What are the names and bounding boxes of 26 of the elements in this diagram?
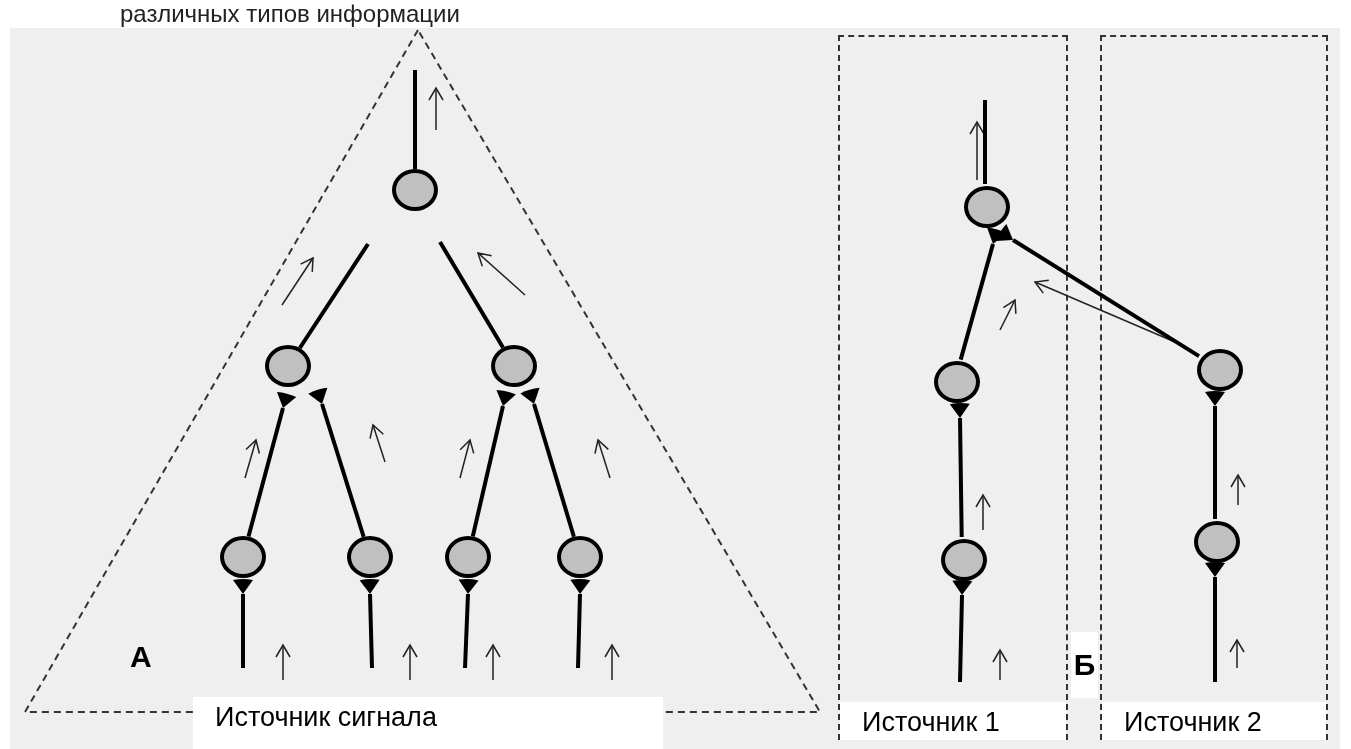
- panel-letter: Б: [1071, 632, 1098, 698]
- axon-line: [298, 242, 370, 350]
- axon-synapse: [470, 390, 516, 537]
- axon-line: [413, 70, 417, 169]
- source-label: Источник сигнала: [193, 697, 663, 749]
- axon-synapse: [458, 578, 479, 669]
- source-label: Источник 1: [840, 702, 1066, 740]
- axon-line: [983, 100, 987, 184]
- axon-synapse: [308, 387, 366, 538]
- source-label: Источник 2: [1102, 702, 1326, 740]
- axon-synapse: [570, 579, 591, 669]
- dashed-frame: [1100, 35, 1328, 740]
- axon-synapse: [1205, 562, 1225, 682]
- dashed-frame: [838, 35, 1068, 740]
- dashed-triangle: [25, 30, 820, 749]
- axon-synapse: [952, 580, 973, 683]
- axon-synapse: [233, 579, 253, 668]
- axon-synapse: [359, 579, 380, 669]
- axon-synapse: [246, 391, 297, 538]
- title: различных типов информации: [120, 0, 460, 28]
- axon-synapse: [995, 224, 1201, 358]
- axon-synapse: [520, 387, 576, 538]
- axon-synapse: [949, 403, 970, 538]
- axon-synapse: [1205, 391, 1225, 519]
- axon-line: [438, 240, 505, 349]
- panel-letter: А: [130, 640, 152, 674]
